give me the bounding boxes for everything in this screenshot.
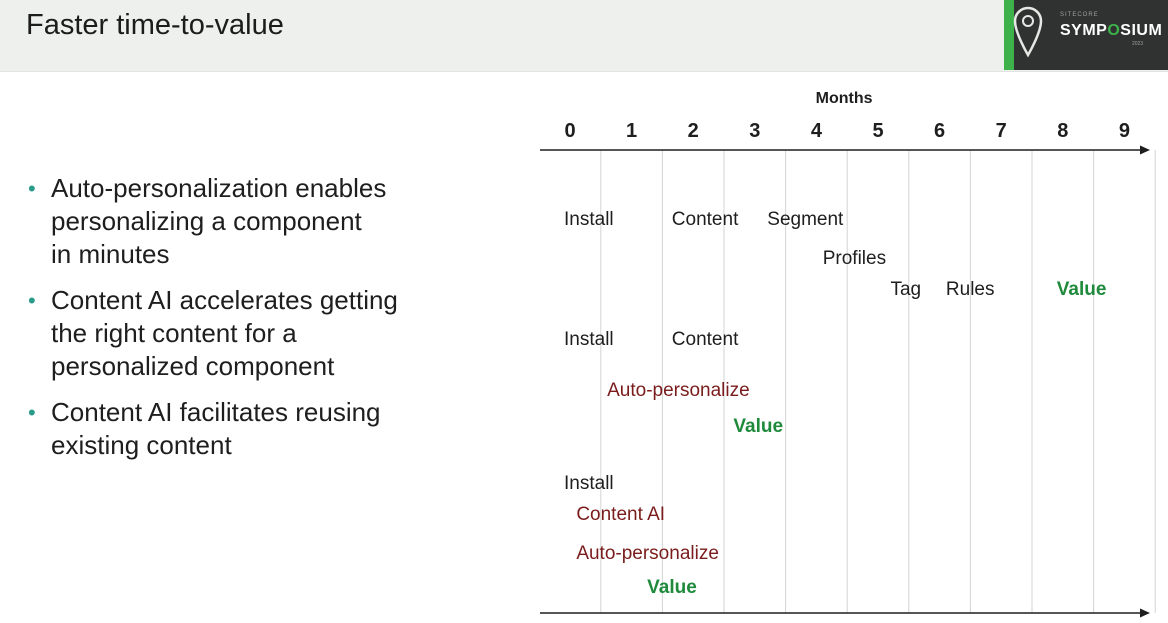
month-tick-label: 6 (934, 120, 945, 142)
month-tick-label: 4 (811, 120, 823, 142)
task-label: Rules (946, 279, 995, 300)
month-tick-label: 0 (564, 120, 575, 142)
bullet-dot-icon: • (28, 400, 36, 425)
bullet-item: •Content AI facilitates reusing existing… (28, 397, 381, 460)
task-label: Install (564, 473, 614, 494)
bullet-item: •Auto-personalization enables personaliz… (28, 173, 387, 269)
bullet-list: •Auto-personalization enables personaliz… (26, 172, 466, 475)
month-tick-label: 9 (1119, 120, 1130, 142)
month-tick-label: 3 (749, 120, 760, 142)
task-label: Tag (890, 279, 921, 300)
axis-title: Months (816, 90, 873, 107)
task-label: Install (564, 209, 614, 230)
month-tick-label: 5 (872, 120, 883, 142)
logo-wordmark: SYMPOSIUM (1060, 22, 1163, 39)
slide-title: Faster time-to-value (26, 9, 284, 41)
task-label: Auto-personalize (576, 543, 719, 564)
month-tick-label: 8 (1057, 120, 1068, 142)
task-label: Content (672, 329, 739, 350)
task-label: Content (672, 209, 739, 230)
axis-arrow-icon (1140, 608, 1150, 618)
axis-arrow-icon (1140, 145, 1150, 155)
month-tick-label: 2 (688, 120, 699, 142)
task-label: Segment (767, 209, 844, 230)
task-label: Content AI (576, 504, 665, 525)
symposium-logo: SITECORE SYMPOSIUM 2023 (1004, 0, 1168, 70)
value-milestone-label: Value (1057, 279, 1107, 300)
bullet-dot-icon: • (28, 288, 36, 313)
bullet-item: •Content AI accelerates getting the righ… (28, 285, 398, 381)
value-milestone-label: Value (733, 416, 783, 437)
logo-year: 2023 (1132, 41, 1144, 47)
value-milestone-label: Value (647, 577, 697, 598)
map-pin-icon (1013, 6, 1043, 58)
month-tick-label: 7 (996, 120, 1007, 142)
month-tick-label: 1 (626, 120, 637, 142)
logo-brand-small: SITECORE (1060, 12, 1099, 18)
bullet-dot-icon: • (28, 176, 36, 201)
header-bar: Faster time-to-value SITECORE SYMPOSIUM … (0, 0, 1168, 72)
task-label: Profiles (823, 248, 886, 269)
task-label: Install (564, 329, 614, 350)
task-label: Auto-personalize (607, 380, 750, 401)
